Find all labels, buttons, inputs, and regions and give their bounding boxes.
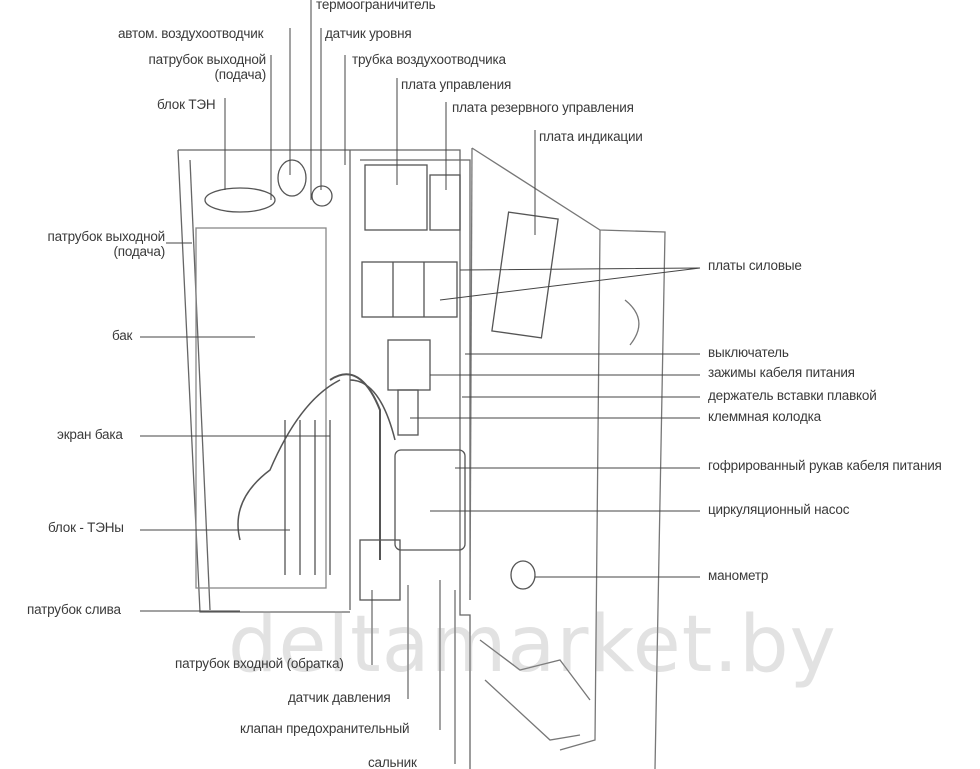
power-boards-shape bbox=[361, 261, 458, 318]
label-auto-air-vent: автом. воздухоотводчик bbox=[118, 26, 264, 41]
label-tank-screen: экран бака bbox=[57, 427, 123, 442]
tank-shape bbox=[195, 227, 327, 589]
label-drain-pipe: патрубок слива bbox=[27, 602, 121, 617]
label-manometer: манометр bbox=[708, 568, 769, 583]
label-circulation-pump: циркуляционный насос bbox=[708, 502, 850, 517]
label-outlet-pipe-top: патрубок выходной (подача) bbox=[110, 52, 266, 82]
label-switch: выключатель bbox=[708, 345, 789, 360]
heater-top bbox=[204, 187, 276, 213]
label-heater-block: блок ТЭН bbox=[157, 97, 216, 112]
indication-board-shape bbox=[491, 211, 559, 339]
label-fuse-holder: держатель вставки плавкой bbox=[708, 388, 877, 403]
label-power-boards: платы силовые bbox=[708, 258, 802, 273]
leader-lines bbox=[140, 0, 701, 764]
label-line: (подача) bbox=[113, 244, 165, 259]
label-terminal-block: клеммная колодка bbox=[708, 409, 821, 424]
label-line: (подача) bbox=[214, 67, 266, 82]
control-board-shape bbox=[364, 164, 428, 231]
label-indication-board: плата индикации bbox=[539, 129, 643, 144]
manometer-shape bbox=[510, 560, 536, 590]
label-inlet-pipe: патрубок входной (обратка) bbox=[175, 656, 344, 671]
label-thermo-limiter: термоограничитель bbox=[316, 0, 436, 12]
cabinet-outline bbox=[177, 149, 471, 769]
label-level-sensor: датчик уровня bbox=[325, 26, 412, 41]
label-outlet-pipe-left: патрубок выходной (подача) bbox=[0, 229, 165, 259]
label-tank: бак bbox=[112, 328, 133, 343]
label-gland: сальник bbox=[368, 755, 417, 769]
label-safety-valve: клапан предохранительный bbox=[240, 721, 410, 736]
label-backup-control-board: плата резервного управления bbox=[452, 100, 634, 115]
pump-shape bbox=[394, 449, 466, 551]
label-corrugated-sleeve: гофрированный рукав кабеля питания bbox=[708, 458, 942, 473]
label-control-board: плата управления bbox=[401, 77, 512, 92]
label-power-cable-clamps: зажимы кабеля питания bbox=[708, 365, 855, 380]
label-air-vent-tube: трубка воздухоотводчика bbox=[352, 52, 506, 67]
label-heaters-block: блок - ТЭНы bbox=[48, 520, 124, 535]
label-pressure-sensor: датчик давления bbox=[288, 690, 391, 705]
label-line: патрубок выходной bbox=[47, 229, 165, 244]
door-outline bbox=[469, 147, 666, 769]
label-line: патрубок выходной bbox=[148, 52, 266, 67]
